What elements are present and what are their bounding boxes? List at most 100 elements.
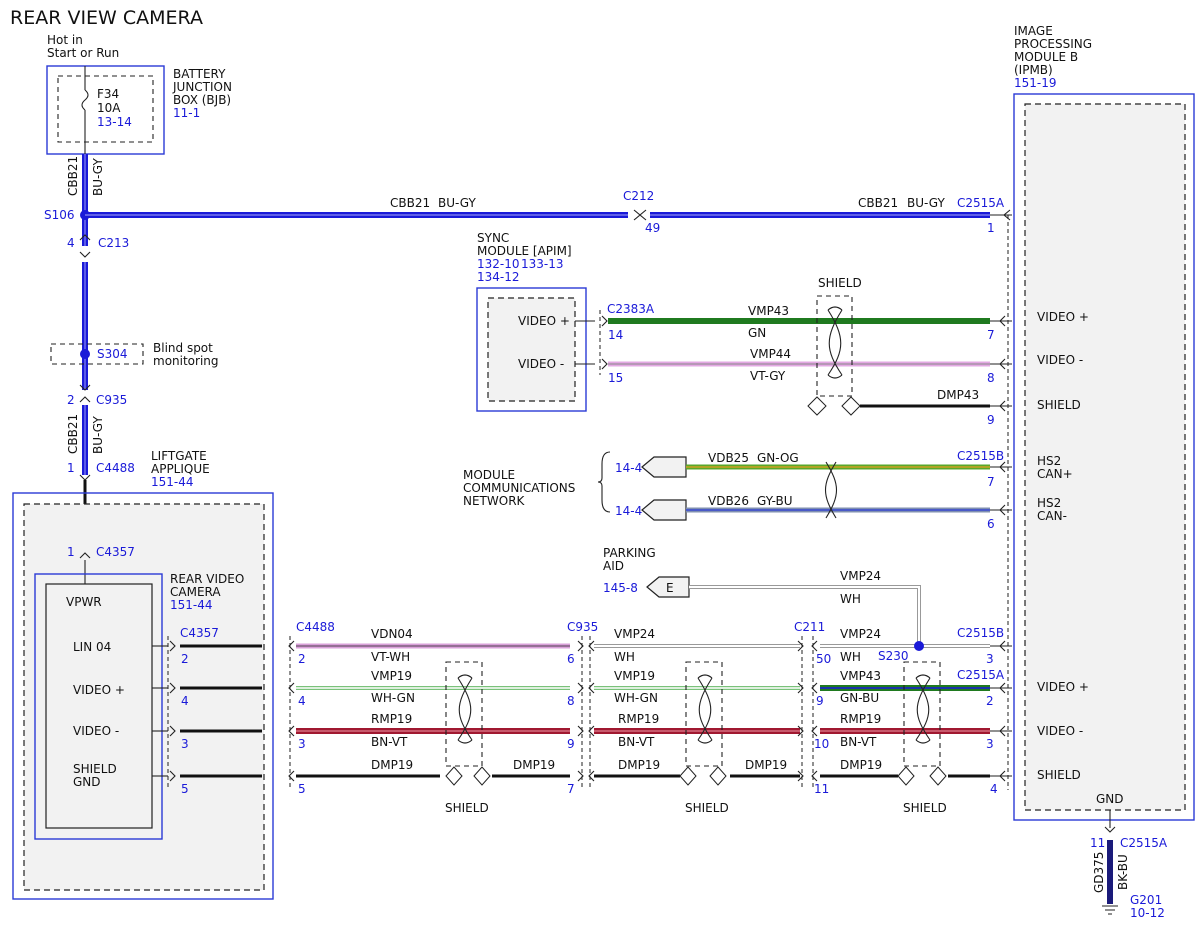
- wire-vmp24-parking: [689, 585, 921, 646]
- ipmb-pin-hs2-plus-1: HS2: [1037, 454, 1061, 468]
- label-bnvt-b: BN-VT: [618, 735, 655, 749]
- pin-8-ipmb: 8: [987, 371, 995, 385]
- label-vmp24-a: VMP24: [614, 627, 655, 641]
- label-bkbu: BK-BU: [1116, 854, 1130, 890]
- camera-label-1: REAR VIDEO: [170, 572, 244, 586]
- connector-c212-icon: [633, 209, 647, 221]
- pin-sh-1: 5: [181, 782, 189, 796]
- splice-s230: [914, 641, 924, 651]
- pin-7-c2515b: 7: [987, 475, 995, 489]
- sync-ref-1: 132-10: [477, 257, 520, 271]
- label-rmp19-b: RMP19: [618, 712, 659, 726]
- label-vmp44: VMP44: [750, 347, 791, 361]
- label-vmp24-parking: VMP24: [840, 569, 881, 583]
- connector-c2515a-label-1: C2515A: [957, 196, 1005, 210]
- shield-label-2: SHIELD: [685, 801, 729, 815]
- wire-cbb21-label-1: CBB21: [66, 156, 80, 196]
- ipmb-pin-gnd: GND: [1096, 792, 1124, 806]
- shield-twist-3-icon: [897, 661, 947, 786]
- camera-pin-gnd: GND: [73, 775, 101, 789]
- sync-label-2: MODULE [APIM]: [477, 244, 572, 258]
- label-gd375: GD375: [1092, 852, 1106, 893]
- label-vmp43-b: VMP43: [840, 669, 881, 683]
- connector-c4357-icon-top: [79, 552, 91, 559]
- ipmb-outline: [1013, 93, 1195, 821]
- connector-c2515b-label-1: C2515B: [957, 449, 1004, 463]
- sync-label-1: SYNC: [477, 231, 509, 245]
- liftgate-outline: [12, 492, 274, 900]
- pin-vp-3: 8: [567, 694, 575, 708]
- fuse-amp: 10A: [97, 101, 121, 115]
- ipmb-pin-shield-2: SHIELD: [1037, 768, 1081, 782]
- ipmb-label-3: MODULE B: [1014, 50, 1078, 64]
- pin-lin-5: 3: [986, 652, 994, 666]
- label-vdn04: VDN04: [371, 627, 413, 641]
- label-rmp19-a: RMP19: [371, 712, 412, 726]
- camera-pin-video-plus: VIDEO +: [73, 683, 125, 697]
- label-whgn-a: WH-GN: [371, 691, 415, 705]
- connector-c4488-icon-1: [79, 474, 91, 481]
- label-vmp19-a: VMP19: [371, 669, 412, 683]
- pin-14: 14: [608, 328, 623, 342]
- connector-c4488-label-2: C4488: [296, 620, 335, 634]
- ipmb-ref: 151-19: [1014, 76, 1057, 90]
- pin-2-c935: 2: [67, 393, 75, 407]
- camera-pin-lin: LIN 04: [73, 640, 111, 654]
- pin-lin-4: 50: [816, 652, 831, 666]
- connector-c935-label-1: C935: [96, 393, 127, 407]
- sync-inner: [487, 297, 576, 402]
- liftgate-label-1: LIFTGATE: [151, 449, 207, 463]
- connector-c213-icon: [79, 234, 91, 258]
- wire-bugy-label-4: BU-GY: [91, 416, 105, 454]
- pin-vm-5: 3: [986, 737, 994, 751]
- g201-ref: 10-12: [1130, 906, 1165, 920]
- pin-lin-1: 2: [181, 652, 189, 666]
- label-dmp19-d: DMP19: [745, 758, 787, 772]
- label-vtgy: VT-GY: [750, 369, 786, 383]
- wire-bugy-label-3: BU-GY: [907, 196, 945, 210]
- splice-s106-label: S106: [44, 208, 75, 222]
- shield-twist-1-icon: [445, 661, 491, 786]
- pin-vp-4: 9: [816, 694, 824, 708]
- pin-sh-2: 5: [298, 782, 306, 796]
- shield-label-top: SHIELD: [818, 276, 862, 290]
- mcn-ref-bottom: 14-4: [615, 504, 642, 518]
- pin-15: 15: [608, 371, 623, 385]
- wire-bugy-label-2: BU-GY: [438, 196, 476, 210]
- splice-s304-label: S304: [97, 347, 128, 361]
- connector-c2383a-label: C2383A: [607, 302, 655, 316]
- sync-pin-video-minus: VIDEO -: [518, 357, 564, 371]
- fuse-symbol-icon: [81, 89, 89, 111]
- fuse-pins: 13-14: [97, 115, 132, 129]
- ipmb-pin-hs2-minus-2: CAN-: [1037, 509, 1067, 523]
- mcn-twist-icon: [824, 461, 838, 519]
- ipmb-pin-video-minus-2: VIDEO -: [1037, 724, 1083, 738]
- pin-sh-4: 11: [814, 782, 829, 796]
- camera-body: [45, 583, 153, 829]
- camera-stubs: [152, 636, 176, 790]
- label-dmp43: DMP43: [937, 388, 979, 402]
- label-vdb25: VDB25: [708, 451, 749, 465]
- label-dmp19-b: DMP19: [513, 758, 555, 772]
- label-wh-b: WH: [840, 650, 861, 664]
- pin-1-c2515a: 1: [987, 221, 995, 235]
- connector-c2515a-gnd-icon: [1104, 826, 1116, 833]
- camera-pin-video-minus: VIDEO -: [73, 724, 119, 738]
- label-dmp19-e: DMP19: [840, 758, 882, 772]
- label-vdb26: VDB26: [708, 494, 749, 508]
- pin-1-c4488: 1: [67, 461, 75, 475]
- blind-spot-label-1: Blind spot: [153, 341, 213, 355]
- label-gn: GN: [748, 326, 766, 340]
- pin-4-c213: 4: [67, 236, 75, 250]
- bjb-label-3: BOX (BJB): [173, 93, 231, 107]
- ipmb-pin-video-minus: VIDEO -: [1037, 353, 1083, 367]
- pin-lin-3: 6: [567, 652, 575, 666]
- connector-c4488-label-1: C4488: [96, 461, 135, 475]
- label-wh-a: WH: [614, 650, 635, 664]
- camera-outline: [34, 573, 163, 840]
- blind-spot-label-2: monitoring: [153, 354, 219, 368]
- pin-vp-2: 4: [298, 694, 306, 708]
- label-gybu: GY-BU: [757, 494, 793, 508]
- label-vmp43: VMP43: [748, 304, 789, 318]
